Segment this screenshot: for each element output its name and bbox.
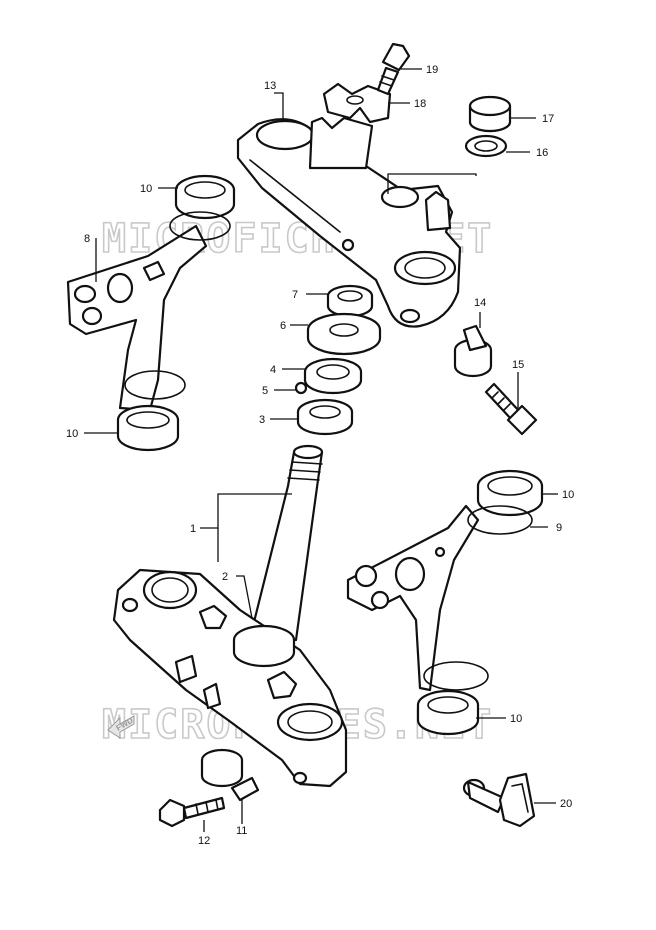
washer-16 [464,134,508,158]
lower-bracket [112,568,348,788]
callout-12: 12 [198,835,210,847]
callout-10-upper-right: 10 [562,489,574,501]
callout-8: 8 [84,233,90,245]
upper-bracket [236,116,462,328]
left-fork-guide [66,174,236,452]
cap-17 [468,95,512,133]
callout-9: 9 [556,522,562,534]
lock-20 [462,772,536,828]
bolt-15 [484,382,538,436]
bolt-12 [158,796,226,828]
callout-6: 6 [280,320,286,332]
callout-4: 4 [270,364,276,376]
callout-2: 2 [222,571,228,583]
callout-11: 11 [236,825,247,837]
bearing-race-4 [303,357,363,395]
washer-6 [306,312,382,356]
callout-5: 5 [262,385,268,397]
callout-10-upper-left: 10 [140,183,152,195]
bolt-19 [376,42,411,96]
callout-7: 7 [292,289,298,301]
callout-1: 1 [190,523,196,535]
handlebar-holder [322,82,392,124]
clamp-11 [200,748,260,802]
callout-10-lower-right: 10 [510,713,522,725]
steering-stem [250,444,324,642]
ball-5 [294,381,308,395]
steering-nut-7 [326,284,374,318]
bearing-3 [296,398,354,436]
callout-14: 14 [474,297,486,309]
nut-14 [453,324,493,378]
callout-18: 18 [414,98,426,110]
callout-13: 13 [264,80,276,92]
callout-17: 17 [542,113,554,125]
leader-lines [84,68,558,832]
callout-3: 3 [259,414,265,426]
callout-19: 19 [426,64,438,76]
callout-16: 16 [536,147,548,159]
callout-15: 15 [512,359,524,371]
callout-10-lower-left: 10 [66,428,78,440]
right-fork-guide [346,469,544,736]
callout-20: 20 [560,798,572,810]
